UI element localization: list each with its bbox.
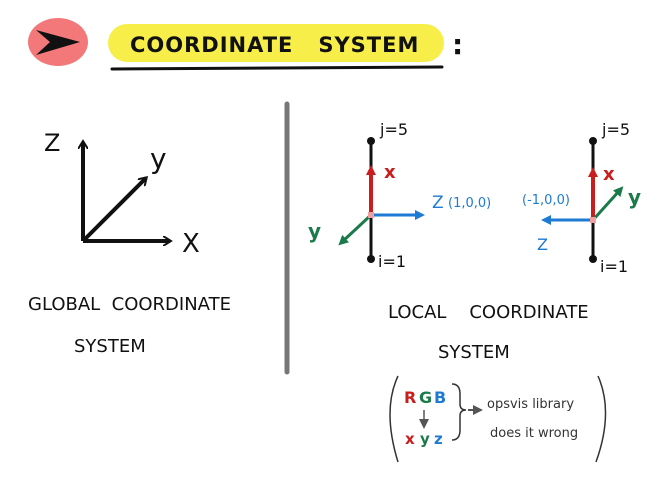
legend-note-line2: does it wrong: [490, 426, 578, 441]
header: COORDINATE SYSTEM :: [28, 18, 463, 71]
node-i: [367, 255, 375, 263]
local-y-label: y: [628, 185, 641, 209]
global-y-axis: [81, 178, 146, 243]
local-z-label: Z: [432, 193, 444, 213]
legend-brace: [451, 383, 467, 441]
node-i: [589, 255, 597, 263]
local-y-arrow: [338, 213, 373, 246]
origin-marker: [368, 212, 374, 218]
node-j: [367, 137, 375, 145]
global-caption-line2: SYSTEM: [74, 336, 146, 357]
node-j-label: j=5: [379, 120, 408, 139]
legend-close-paren: [595, 375, 607, 463]
local-element-left: j=5 i=1 x y Z (1,0,0): [308, 120, 491, 271]
node-j-label: j=5: [601, 120, 630, 139]
local-z-vector: (-1,0,0): [522, 193, 570, 208]
node-i-label: i=1: [378, 252, 406, 271]
local-x-label: x: [384, 162, 396, 183]
node-i-label: i=1: [600, 257, 628, 276]
title-underline: [110, 65, 444, 71]
color-legend: R G B x y z opsvis library does it wrong: [389, 375, 607, 463]
title-colon: :: [452, 28, 463, 61]
global-y-label: y: [150, 142, 167, 175]
local-caption-line1: LOCAL COORDINATE: [388, 302, 589, 323]
local-y-label: y: [308, 219, 321, 243]
local-z-label: Z: [537, 235, 548, 254]
local-y-arrow: [591, 186, 624, 222]
global-x-label: X: [182, 229, 200, 259]
local-x-label: x: [603, 164, 615, 185]
arrow-right-icon: [36, 30, 80, 55]
legend-y: y: [420, 430, 430, 448]
legend-b: B: [434, 388, 446, 407]
legend-g: G: [419, 388, 432, 407]
legend-open-paren: [389, 375, 399, 463]
local-caption-line2: SYSTEM: [438, 342, 510, 363]
global-z-label: Z: [44, 129, 60, 157]
local-element-right: j=5 i=1 x y Z (-1,0,0): [522, 120, 641, 276]
legend-z: z: [434, 430, 443, 448]
title-highlight: [108, 24, 444, 62]
global-caption-line1: GLOBAL COORDINATE: [28, 294, 231, 315]
local-z-vector: (1,0,0): [448, 196, 491, 211]
global-axes: Z y X: [44, 129, 200, 259]
origin-marker: [590, 217, 596, 223]
legend-note-line1: opsvis library: [487, 397, 574, 412]
node-j: [589, 137, 597, 145]
page-title: COORDINATE SYSTEM: [130, 33, 419, 57]
legend-x: x: [405, 430, 415, 448]
legend-r: R: [404, 388, 416, 407]
